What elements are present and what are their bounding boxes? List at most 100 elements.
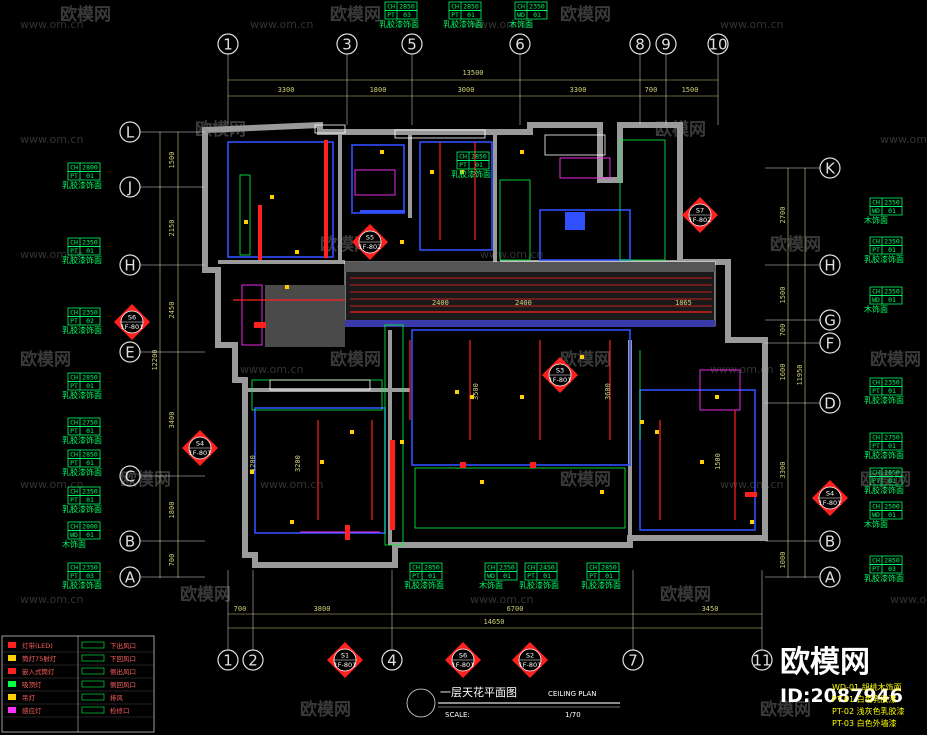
watermark-brand: 欧模网 — [870, 349, 921, 370]
material-note-line: PT-01 白色乳胶漆 — [832, 694, 897, 704]
section-id: S3 — [556, 367, 564, 375]
axis-bubble-A: A — [765, 566, 841, 588]
tag-value: 2850 — [82, 450, 98, 458]
light-fixture-icon — [580, 355, 584, 359]
dim-left-segment: 1800 — [168, 502, 176, 519]
watermark-brand: 欧模网 — [330, 349, 381, 370]
section-sheet: 1F-801 — [549, 376, 572, 384]
tag-key: PT — [70, 496, 78, 504]
dim-right-segment: 2700 — [779, 207, 787, 224]
tag-value: 2350 — [82, 487, 98, 495]
light-fixture-icon — [270, 195, 274, 199]
watermark-url: www.om.cn — [890, 593, 927, 606]
tag-description: 乳胶漆饰面 — [62, 390, 102, 400]
tag-value: 2850 — [601, 563, 617, 571]
dim-right-segment: 1000 — [779, 552, 787, 569]
tag-key: CH — [872, 433, 880, 441]
tag-value: 03 — [888, 565, 896, 573]
legend-label-right: 下出风口 — [110, 641, 136, 650]
axis-label: A — [825, 569, 836, 587]
drawing-title: 一层天花平面图 — [440, 686, 517, 699]
dim-right-total: 11950 — [796, 364, 804, 385]
axis-label: B — [125, 533, 135, 551]
dim-left-segment: 2450 — [168, 302, 176, 319]
light-fixture-icon — [455, 390, 459, 394]
tag-value: 01 — [888, 207, 896, 215]
tag-key: PT — [451, 11, 459, 19]
tag-value: 01 — [888, 511, 896, 519]
axis-bubble-7: 7 — [622, 570, 644, 671]
axis-bubble-2: 2 — [242, 570, 264, 671]
watermark-brand: 欧模网 — [330, 4, 381, 25]
tag-value: 2350 — [529, 2, 545, 10]
tag-value: 2850 — [463, 2, 479, 10]
section-sheet: 1F-801 — [819, 499, 842, 507]
tag-key: CH — [70, 418, 78, 426]
tag-key: CH — [387, 2, 395, 10]
tag-key: PT — [70, 172, 78, 180]
axis-label: D — [824, 395, 836, 413]
drawing-title-block: 一层天花平面图 CEILING PLAN SCALE: 1/70 — [406, 686, 620, 719]
legend-label: 嵌入式筒灯 — [22, 667, 55, 676]
axis-label: K — [825, 160, 836, 178]
light-fixture-icon — [750, 520, 754, 524]
tag-description: 乳胶漆饰面 — [451, 169, 491, 179]
axis-label: 4 — [387, 652, 397, 670]
tag-key: CH — [872, 198, 880, 206]
tag-value: 01 — [86, 459, 94, 467]
tag-key: WD — [872, 296, 880, 304]
tag-key: PT — [70, 317, 78, 325]
tag-description: 木饰面 — [864, 215, 888, 225]
tag-value: 2850 — [471, 152, 487, 160]
tag-value: 2350 — [499, 563, 515, 571]
tag-value: 01 — [475, 161, 483, 169]
tag-description: 乳胶漆饰面 — [62, 180, 102, 190]
tag-value: 2850 — [82, 373, 98, 381]
axis-bubble-4: 4 — [381, 570, 403, 671]
tag-value: 01 — [86, 427, 94, 435]
section-sheet: 1F-801 — [334, 661, 357, 669]
tag-value: 2350 — [884, 378, 900, 386]
tag-key: CH — [517, 2, 525, 10]
tag-value: 2800 — [82, 163, 98, 171]
tag-key: WD — [872, 511, 880, 519]
axis-label: H — [824, 257, 835, 275]
dim-top-total: 13500 — [462, 69, 483, 77]
section-sheet: 1F-801 — [189, 449, 212, 457]
legend-label: 灯带(LED) — [22, 641, 53, 650]
tag-key: PT — [70, 459, 78, 467]
dim-top-segment: 700 — [645, 86, 658, 94]
tag-description: 乳胶漆饰面 — [62, 467, 102, 477]
light-fixture-icon — [480, 480, 484, 484]
axis-label: 9 — [661, 36, 671, 54]
material-note-line: PT-03 白色外墙漆 — [832, 718, 897, 728]
axis-label: 1 — [223, 652, 233, 670]
dim-top-segment: 3300 — [278, 86, 295, 94]
axis-label: 10 — [708, 36, 727, 54]
tag-key: CH — [70, 522, 78, 530]
tag-key: CH — [412, 563, 420, 571]
internal-dim: 1200 — [249, 455, 257, 472]
dim-bottom-total: 14650 — [483, 618, 504, 626]
axis-label: 7 — [628, 652, 638, 670]
light-fixture-icon — [285, 285, 289, 289]
axis-bubble-H: H — [765, 254, 841, 276]
tag-value: 2750 — [82, 418, 98, 426]
tag-value: 2350 — [82, 238, 98, 246]
dim-left-segment: 2150 — [168, 220, 176, 237]
legend-label-right: 侧出风口 — [110, 667, 136, 676]
legend-label-right: 下回风口 — [110, 655, 136, 663]
tag-value: 2350 — [82, 308, 98, 316]
